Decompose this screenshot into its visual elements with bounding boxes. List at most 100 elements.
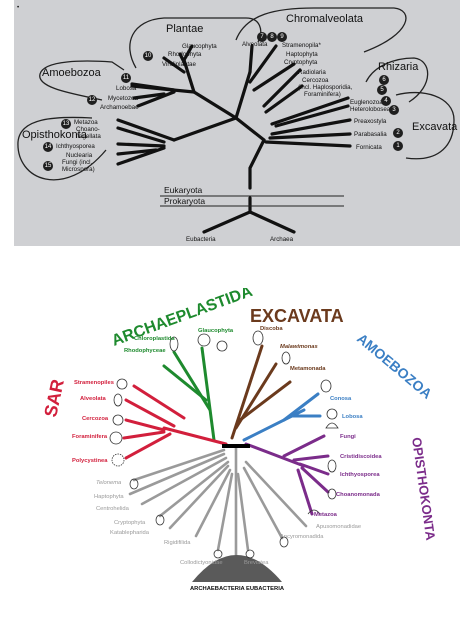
taxon-b-metazoa: Metazoa xyxy=(314,512,338,518)
branch-alveolata xyxy=(248,44,254,74)
badge-4: 4 xyxy=(381,96,391,106)
branch-nuclearia xyxy=(116,148,158,156)
taxon-b-conosa: Conosa xyxy=(330,396,352,402)
corner-mark: • xyxy=(17,4,19,11)
label-excavata-bottom: EXCAVATA xyxy=(250,306,344,326)
label-eubacteria: Eubacteria xyxy=(186,236,216,243)
taxon-cercozoa: Cercozoa xyxy=(302,77,329,84)
branches-opisthokonta xyxy=(244,434,330,516)
lobosa-icon xyxy=(326,408,338,420)
taxon-archamoebae: Archamoebae xyxy=(100,104,139,111)
branch-opisthokonta xyxy=(172,116,238,142)
badge-2: 2 xyxy=(393,128,403,138)
plantae-arc xyxy=(129,17,262,69)
taxon-b-choanomonada: Choanomonada xyxy=(336,492,381,498)
bottom-tree-svg: ARCHAEPLASTIDA EXCAVATA AMOEBOZOA OPISTH… xyxy=(40,283,438,592)
branch-telonema-b xyxy=(132,448,226,482)
taxon-metazoa: Metazoa xyxy=(74,119,98,126)
branch-lobosa xyxy=(130,82,176,92)
branch-heterolobosea xyxy=(274,104,350,128)
breviatea-icon xyxy=(245,549,255,559)
badge-15: 15 xyxy=(43,161,53,171)
taxon-ichthyosporea: Ichthyosporea xyxy=(56,143,95,150)
badge-1: 1 xyxy=(393,141,403,151)
branch-haptophyta xyxy=(252,62,296,92)
taxon-b-discoba: Discoba xyxy=(260,326,283,332)
svg-text:15: 15 xyxy=(45,163,52,169)
radiolarian-icon xyxy=(111,453,125,467)
branch-metamonada-b xyxy=(238,380,292,422)
label-chromalveolata: Chromalveolata xyxy=(286,13,364,25)
taxon-heterolobosea: Heterolobosea xyxy=(350,106,391,113)
label-archaebacteria: ARCHAEBACTERIA xyxy=(190,586,246,592)
svg-text:2: 2 xyxy=(396,130,400,136)
svg-text:6: 6 xyxy=(382,77,386,83)
chromalveolata-arc xyxy=(235,7,407,53)
bottom-taxon-labels: Glaucophyta Chloroplastida Rhodophyceae … xyxy=(72,326,382,566)
branch-foraminifera-b xyxy=(122,430,166,440)
branch-chloroplastida-b xyxy=(172,350,212,412)
badge-12: 12 xyxy=(87,95,97,105)
taxon-b-glaucophyta: Glaucophyta xyxy=(198,328,234,334)
taxon-fungi-1: Fungi (incl. xyxy=(62,159,93,166)
taxon-b-telonema: Telonema xyxy=(96,480,122,486)
branch-cryptophyta-b xyxy=(158,460,230,518)
root-mound xyxy=(192,555,282,582)
taxon-choanoflagellata-1: Choano- xyxy=(76,126,100,133)
branch-euglenozoa xyxy=(270,96,350,126)
telonema-icon xyxy=(129,478,139,490)
badge-8: 8 xyxy=(267,32,277,42)
badge-10: 10 xyxy=(143,51,153,61)
branch-metazoa xyxy=(116,118,176,142)
badge-9: 9 xyxy=(277,32,287,42)
badge-7: 7 xyxy=(257,32,267,42)
taxon-cryptophyta: Cryptophyta xyxy=(284,59,318,66)
branch-breviatea-b xyxy=(236,472,250,552)
svg-text:4: 4 xyxy=(384,98,388,104)
taxon-b-rhodophyceae: Rhodophyceae xyxy=(124,348,166,354)
branch-rhodophyta xyxy=(178,52,188,68)
taxon-b-cristidiscoidea: Cristidiscoidea xyxy=(340,454,382,460)
taxon-b-haptophyta: Haptophyta xyxy=(94,494,124,500)
svg-text:9: 9 xyxy=(280,34,284,40)
taxon-b-metamonada: Metamonada xyxy=(290,366,326,372)
taxon-b-breviatea: Breviatea xyxy=(244,560,269,566)
branch-fungi xyxy=(116,146,166,166)
branch-chromalveolata xyxy=(234,70,252,120)
taxon-b-foraminifera: Foraminifera xyxy=(72,434,108,440)
tree-of-life-figure-bottom: ARCHAEPLASTIDA EXCAVATA AMOEBOZOA OPISTH… xyxy=(14,283,460,592)
taxon-fungi-2: Microspora) xyxy=(62,166,95,173)
taxon-b-cryptophyta: Cryptophyta xyxy=(114,520,146,526)
taxon-cercozoa-incl: (incl. Haplosporidia, xyxy=(298,84,353,91)
taxon-euglenozoa: Euglenozoa xyxy=(350,99,383,106)
branch-cercozoa-b xyxy=(124,418,166,432)
foraminifera-icon xyxy=(109,431,123,445)
label-plantae: Plantae xyxy=(166,23,203,35)
svg-text:10: 10 xyxy=(145,53,152,59)
branch-mycetozoa xyxy=(132,92,166,100)
branch-stramenopila xyxy=(248,44,278,84)
taxon-mycetozoa: Mycetozoa xyxy=(108,95,138,102)
taxon-b-alveolata: Alveolata xyxy=(80,396,107,402)
branch-rigidifilida-b xyxy=(194,468,232,538)
branch-preaxostyla xyxy=(270,118,352,136)
ichthyosporea-icon xyxy=(327,459,337,473)
amoebozoa-arc xyxy=(39,60,125,101)
branch-stramenopiles-b xyxy=(132,384,186,420)
branch-katablepharida-b xyxy=(168,464,230,530)
label-prokaryota: Prokaryota xyxy=(164,196,205,206)
taxon-radiolaria: Radiolaria xyxy=(298,69,326,76)
label-archaea: Archaea xyxy=(270,236,294,243)
root-split xyxy=(202,196,252,234)
trunk-eukaryota xyxy=(248,138,266,190)
taxon-viridiplantae: Viridiplantae xyxy=(162,61,196,68)
conosa-icon xyxy=(320,379,332,393)
malawimonas-icon xyxy=(281,351,291,365)
metazoa-icon xyxy=(307,509,321,515)
cercozoa-icon xyxy=(112,414,124,426)
branch-discoba-b xyxy=(230,344,264,440)
badge-14: 14 xyxy=(43,142,53,152)
taxon-cercozoa-foram: Foraminifera) xyxy=(304,91,341,98)
branch-sar-stem-b xyxy=(162,426,228,446)
label-amoebozoa-bottom: AMOEBOZOA xyxy=(354,330,435,402)
